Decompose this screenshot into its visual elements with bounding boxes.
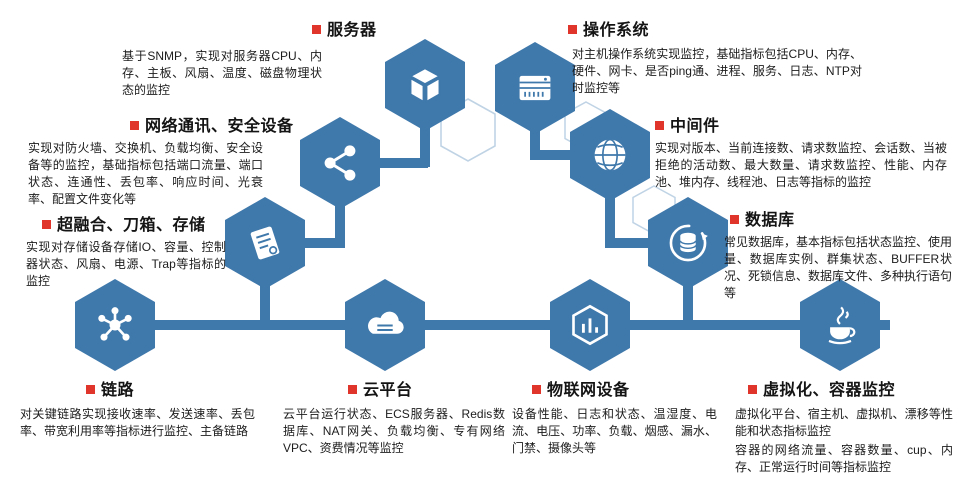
section-title-database: 数据库 — [730, 206, 795, 230]
section-title-text: 虚拟化、容器监控 — [763, 382, 896, 399]
iot-icon — [572, 304, 608, 346]
cloud-icon — [368, 311, 404, 334]
section-desc-hci: 实现对存储设备存储IO、容量、控制器状态、风扇、电源、Trap等指标的监控 — [26, 240, 226, 289]
bullet-icon — [312, 25, 321, 34]
hexagon-cloud — [345, 279, 425, 371]
bullet-icon — [130, 121, 139, 130]
scroll-icon — [250, 226, 280, 260]
hexagon-server — [385, 39, 465, 131]
hexagon-network — [300, 117, 380, 209]
section-title-text: 中间件 — [670, 118, 720, 135]
section-desc-container: 容器的网络流量、容器数量、cup、内存、正常运行时间等指标监控 — [735, 443, 953, 475]
bullet-icon — [730, 215, 739, 224]
section-title-text: 网络通讯、安全设备 — [145, 118, 294, 135]
hexagon-link — [75, 279, 155, 371]
section-desc-os: 对主机操作系统实现监控，基础指标包括CPU、内存、硬件、网卡、是否ping通、进… — [572, 47, 862, 96]
hub-icon — [98, 307, 132, 341]
section-title-cloud: 云平台 — [348, 376, 413, 400]
share-icon — [324, 145, 356, 181]
section-title-server: 服务器 — [312, 16, 377, 40]
globe-icon — [594, 138, 626, 172]
section-title-middleware: 中间件 — [655, 112, 720, 136]
bullet-icon — [568, 25, 577, 34]
section-title-text: 操作系统 — [583, 22, 650, 39]
section-title-link: 链路 — [86, 376, 134, 400]
rack-icon — [519, 75, 551, 101]
section-title-virtualization: 虚拟化、容器监控 — [748, 376, 895, 400]
section-desc-database: 常见数据库，基本指标包括状态监控、使用量、数据库实例、群集状态、BUFFER状况… — [724, 235, 953, 301]
section-title-hci: 超融合、刀箱、存储 — [42, 211, 206, 235]
connector-main-line — [75, 320, 890, 330]
hexagon-iot — [550, 279, 630, 371]
section-desc-middleware: 实现对版本、当前连接数、请求数监控、会话数、当被拒绝的活动数、最大数量、请求数监… — [655, 141, 947, 190]
section-title-text: 云平台 — [363, 382, 413, 399]
bullet-icon — [348, 385, 357, 394]
bullet-icon — [86, 385, 95, 394]
bullet-icon — [42, 220, 51, 229]
hexagon-hci — [225, 197, 305, 289]
section-desc-virtualization: 虚拟化平台、宿主机、虚拟机、漂移等性能和状态指标监控 — [735, 407, 953, 439]
database-icon — [669, 224, 708, 262]
section-title-text: 物联网设备 — [547, 382, 630, 399]
connector-segment-network-server — [340, 158, 428, 168]
section-title-iot: 物联网设备 — [532, 376, 630, 400]
hexagon-os — [495, 42, 575, 134]
section-desc-network: 实现对防火墙、交换机、负载均衡、安全设备等的监控，基础指标包括端口流量、端口状态… — [28, 141, 263, 207]
section-title-text: 超融合、刀箱、存储 — [57, 217, 206, 234]
cube-icon — [409, 67, 441, 103]
connector-segment-middleware-v — [605, 155, 615, 248]
section-title-os: 操作系统 — [568, 16, 649, 40]
section-title-text: 服务器 — [327, 22, 377, 39]
section-title-network: 网络通讯、安全设备 — [130, 112, 294, 136]
section-desc-server: 基于SNMP，实现对服务器CPU、内存、主板、风扇、温度、磁盘物理状态的监控 — [122, 49, 322, 98]
bullet-icon — [655, 121, 664, 130]
section-title-text: 数据库 — [745, 212, 795, 229]
bullet-icon — [532, 385, 541, 394]
section-title-text: 链路 — [101, 382, 135, 399]
section-desc-iot: 设备性能、日志和状态、温湿度、电流、电压、功率、负载、烟感、漏水、门禁、摄像头等 — [512, 407, 717, 456]
bullet-icon — [748, 385, 757, 394]
section-desc-link: 对关键链路实现接收速率、发送速率、丢包率、带宽利用率等指标进行监控、主备链路 — [20, 407, 255, 439]
section-desc-cloud: 云平台运行状态、ECS服务器、Redis数据库、NAT网关、负载均衡、专有网络V… — [283, 407, 505, 456]
java-icon — [828, 306, 856, 345]
